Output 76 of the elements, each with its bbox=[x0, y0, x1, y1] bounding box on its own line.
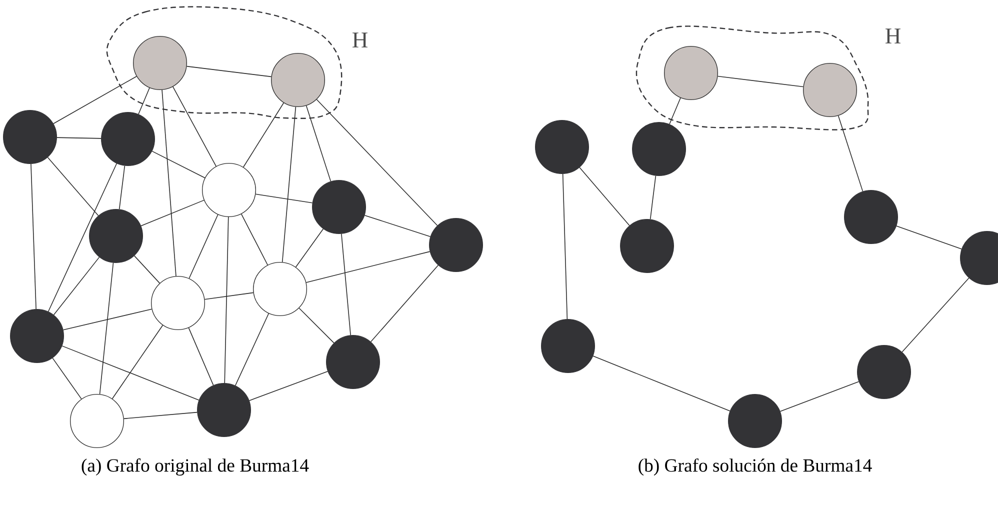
graph-edge bbox=[579, 167, 630, 226]
graph-edge bbox=[364, 214, 431, 238]
graph-vertex bbox=[70, 394, 124, 448]
graph-edge bbox=[53, 76, 137, 124]
graph-edge bbox=[138, 88, 150, 115]
graph-vertex bbox=[202, 163, 256, 217]
graph-edge bbox=[47, 156, 99, 216]
graph-vertex bbox=[3, 110, 57, 164]
graph-vertex bbox=[960, 231, 998, 285]
graph-vertex bbox=[632, 122, 686, 176]
node-label: H bbox=[352, 32, 368, 48]
graph-edge bbox=[118, 165, 126, 210]
graph-vertex bbox=[857, 345, 911, 399]
graph-vertex bbox=[151, 276, 205, 330]
graph-edge bbox=[902, 278, 970, 352]
graph-edge bbox=[562, 174, 568, 320]
graph-edge bbox=[140, 200, 204, 226]
graph-edge bbox=[186, 66, 272, 78]
graph-edge bbox=[56, 137, 102, 139]
graph-vertex bbox=[664, 46, 718, 100]
graph-edge bbox=[53, 256, 100, 316]
graph-vertex bbox=[89, 209, 143, 263]
graph-edge bbox=[306, 251, 430, 283]
graph-edge bbox=[204, 292, 254, 300]
dashed-region: H bbox=[636, 26, 901, 130]
graph-edge bbox=[717, 76, 804, 88]
node-label: H bbox=[885, 28, 901, 44]
graph-vertex bbox=[133, 36, 187, 90]
graph-edge bbox=[112, 324, 164, 400]
graph-edge bbox=[172, 86, 217, 167]
graph-edge bbox=[152, 150, 206, 178]
graph-edge bbox=[48, 163, 118, 312]
graph-edge bbox=[62, 346, 200, 400]
graph-edge bbox=[282, 106, 296, 262]
graph-vertex bbox=[429, 218, 483, 272]
graph-edge bbox=[124, 412, 198, 420]
graph-edge bbox=[188, 214, 218, 279]
graph-edge bbox=[240, 214, 268, 266]
graph-edge bbox=[242, 102, 284, 168]
graph-edge bbox=[295, 228, 324, 268]
graph-edge bbox=[255, 194, 313, 204]
graph-edge bbox=[224, 216, 229, 384]
graph-vertex bbox=[271, 53, 325, 107]
graph-edge bbox=[248, 371, 328, 401]
graph-vertex bbox=[541, 319, 595, 373]
graph-vertex bbox=[728, 394, 782, 448]
graph-edge bbox=[306, 105, 332, 182]
graph-edge bbox=[30, 164, 36, 310]
graph-edge bbox=[188, 327, 214, 386]
graph-edge bbox=[62, 308, 152, 330]
subfigure-caption: (a) Grafo original de Burma14 bbox=[82, 458, 309, 476]
graph-edge bbox=[162, 90, 176, 276]
graph-vertex bbox=[197, 383, 251, 437]
graph-edge bbox=[838, 115, 864, 192]
graph-edge bbox=[134, 255, 160, 284]
graph-edge bbox=[592, 356, 730, 412]
graph-edge bbox=[99, 262, 114, 395]
dashed-region: H bbox=[106, 6, 368, 119]
graph-edge bbox=[298, 308, 334, 344]
graph-vertex bbox=[620, 219, 674, 273]
graph-edge bbox=[650, 175, 656, 220]
graph-vertex bbox=[844, 190, 898, 244]
graph-edge bbox=[52, 358, 82, 400]
graph-vertex bbox=[803, 63, 858, 117]
graph-edge bbox=[780, 381, 860, 412]
graph-vertex bbox=[312, 180, 366, 234]
graph-edge bbox=[896, 226, 962, 250]
graph-vertex bbox=[535, 120, 589, 174]
graph-vertex bbox=[326, 335, 380, 389]
graph-edge bbox=[341, 234, 351, 336]
graph-edge bbox=[370, 264, 439, 342]
graph-vertex bbox=[101, 112, 155, 166]
graph-vertex bbox=[10, 309, 64, 363]
graph-edge bbox=[234, 313, 270, 386]
graph-vertex bbox=[253, 262, 307, 316]
graph-edge bbox=[316, 99, 438, 226]
